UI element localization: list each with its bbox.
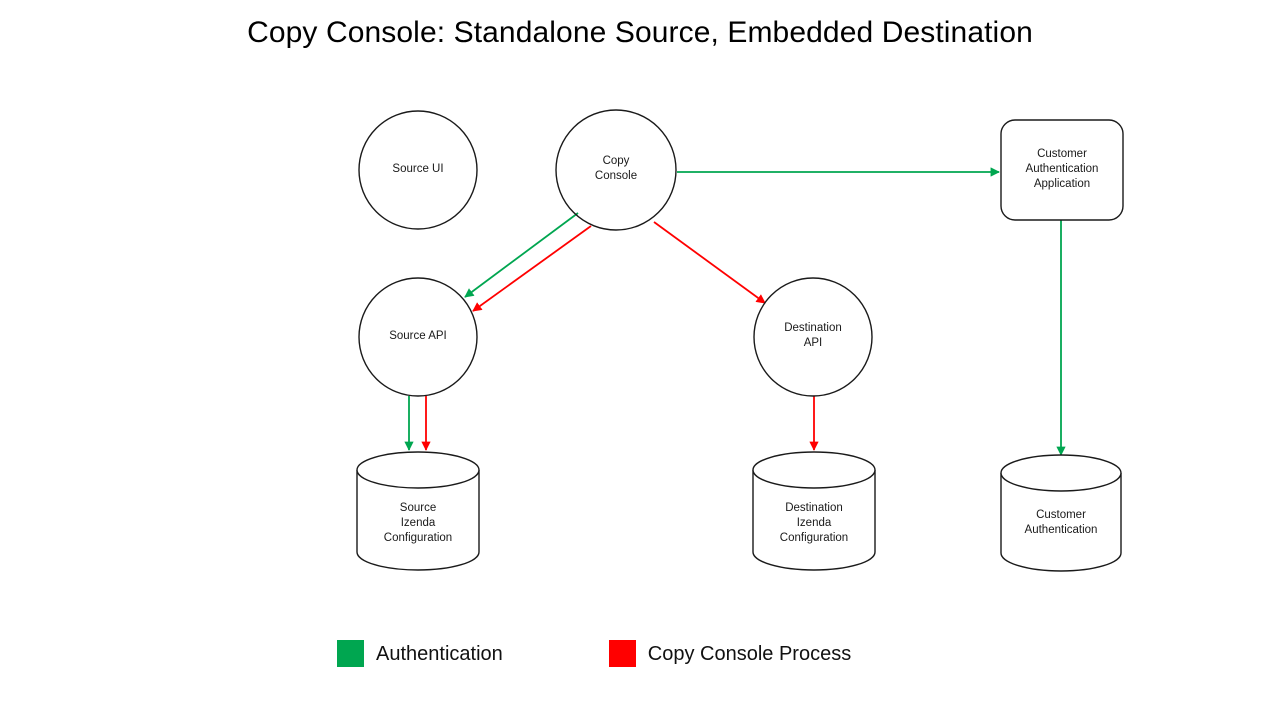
node-copy-console[interactable]: [555, 109, 677, 231]
edge-copy-console-to-source-api-auth: [464, 212, 579, 298]
legend-swatch-authentication: [337, 640, 364, 667]
legend-label-authentication: Authentication: [376, 642, 503, 665]
nodes-group: [356, 109, 1124, 572]
node-source-ui[interactable]: [358, 110, 478, 230]
node-destination-izenda-configuration[interactable]: [752, 451, 876, 571]
edge-copy-console-to-source-api-process: [472, 225, 592, 312]
legend-item-copy-console-process: Copy Console Process: [608, 640, 852, 667]
node-customer-authentication-application[interactable]: [1000, 119, 1124, 221]
page-title: Copy Console: Standalone Source, Embedde…: [247, 16, 1033, 49]
node-source-api[interactable]: [358, 277, 478, 397]
node-destination-api[interactable]: [753, 277, 873, 397]
node-source-izenda-configuration[interactable]: [356, 451, 480, 571]
node-customer-authentication[interactable]: [1000, 454, 1122, 572]
legend-label-copy-console-process: Copy Console Process: [647, 642, 852, 665]
legend: Authentication Copy Console Process: [337, 640, 851, 667]
legend-item-authentication: Authentication: [337, 640, 503, 667]
edge-copy-console-to-destination-api: [653, 221, 766, 304]
legend-swatch-copy-console-process: [608, 640, 636, 667]
edges-group: [404, 167, 1066, 456]
